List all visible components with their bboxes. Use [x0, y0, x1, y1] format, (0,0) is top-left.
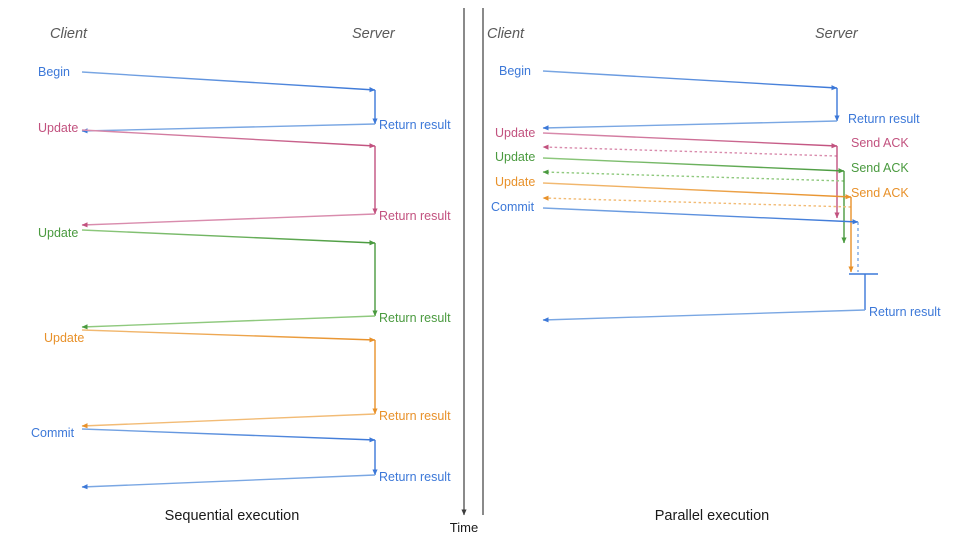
parallel-step-3-ack-label: Send ACK [851, 186, 909, 200]
sequential-step-1-request-arrow [81, 129, 376, 149]
sequential-step-2-request-arrow [81, 229, 376, 246]
sequential-step-4-request-arrow [81, 428, 376, 443]
sequential-step-3-request-arrow [81, 329, 376, 343]
parallel-step-4-reply-label: Return result [869, 305, 941, 319]
lane-header-server-sequential: Server [352, 26, 396, 42]
parallel-step-3-request-label: Update [495, 175, 535, 189]
parallel-step-4-request-label: Commit [491, 200, 535, 214]
sequential-step-2-reply-label: Return result [379, 311, 451, 325]
sequential-step-0-reply-label: Return result [379, 118, 451, 132]
lane-header-client-parallel: Client [487, 26, 525, 42]
parallel-step-3-request-arrow [542, 182, 852, 200]
parallel-step-4-reply-arrow [542, 309, 866, 323]
parallel-step-2-ack-arrow [542, 169, 845, 182]
panel-caption-parallel: Parallel execution [655, 508, 769, 524]
parallel-step-1-request-label: Update [495, 126, 535, 140]
sequential-step-4-reply-label: Return result [379, 470, 451, 484]
time-axis-label: Time [450, 520, 478, 535]
sequential-step-3-request-label: Update [44, 331, 84, 345]
sequential-step-1-reply-label: Return result [379, 209, 451, 223]
lane-header-server-parallel: Server [815, 26, 859, 42]
parallel-step-2-request-arrow [542, 157, 845, 174]
parallel-step-1-ack-label: Send ACK [851, 136, 909, 150]
parallel-step-3-ack-arrow [542, 195, 852, 208]
sequential-step-1-reply-arrow [81, 213, 376, 228]
sequential-step-0-request-arrow [81, 71, 376, 93]
sequential-step-3-reply-label: Return result [379, 409, 451, 423]
sequential-step-3-reply-arrow [81, 413, 376, 429]
sequential-step-0-request-label: Begin [38, 65, 70, 79]
parallel-step-2-request-label: Update [495, 150, 535, 164]
parallel-step-4-request-arrow [542, 207, 859, 225]
sequential-step-4-request-label: Commit [31, 426, 75, 440]
sequential-step-1-request-label: Update [38, 121, 78, 135]
parallel-step-0-reply-arrow [542, 120, 838, 131]
lane-header-client-sequential: Client [50, 26, 88, 42]
parallel-step-0-request-label: Begin [499, 64, 531, 78]
parallel-step-1-ack-arrow [542, 144, 838, 157]
sequential-step-2-request-label: Update [38, 226, 78, 240]
sequential-step-2-reply-arrow [81, 315, 376, 330]
sequential-step-4-reply-arrow [81, 474, 376, 490]
panel-caption-sequential: Sequential execution [165, 508, 300, 524]
parallel-step-1-request-arrow [542, 132, 838, 149]
parallel-step-0-request-arrow [542, 70, 838, 91]
parallel-step-2-ack-label: Send ACK [851, 161, 909, 175]
parallel-step-0-reply-label: Return result [848, 112, 920, 126]
sequential-step-0-reply-arrow [81, 123, 376, 134]
